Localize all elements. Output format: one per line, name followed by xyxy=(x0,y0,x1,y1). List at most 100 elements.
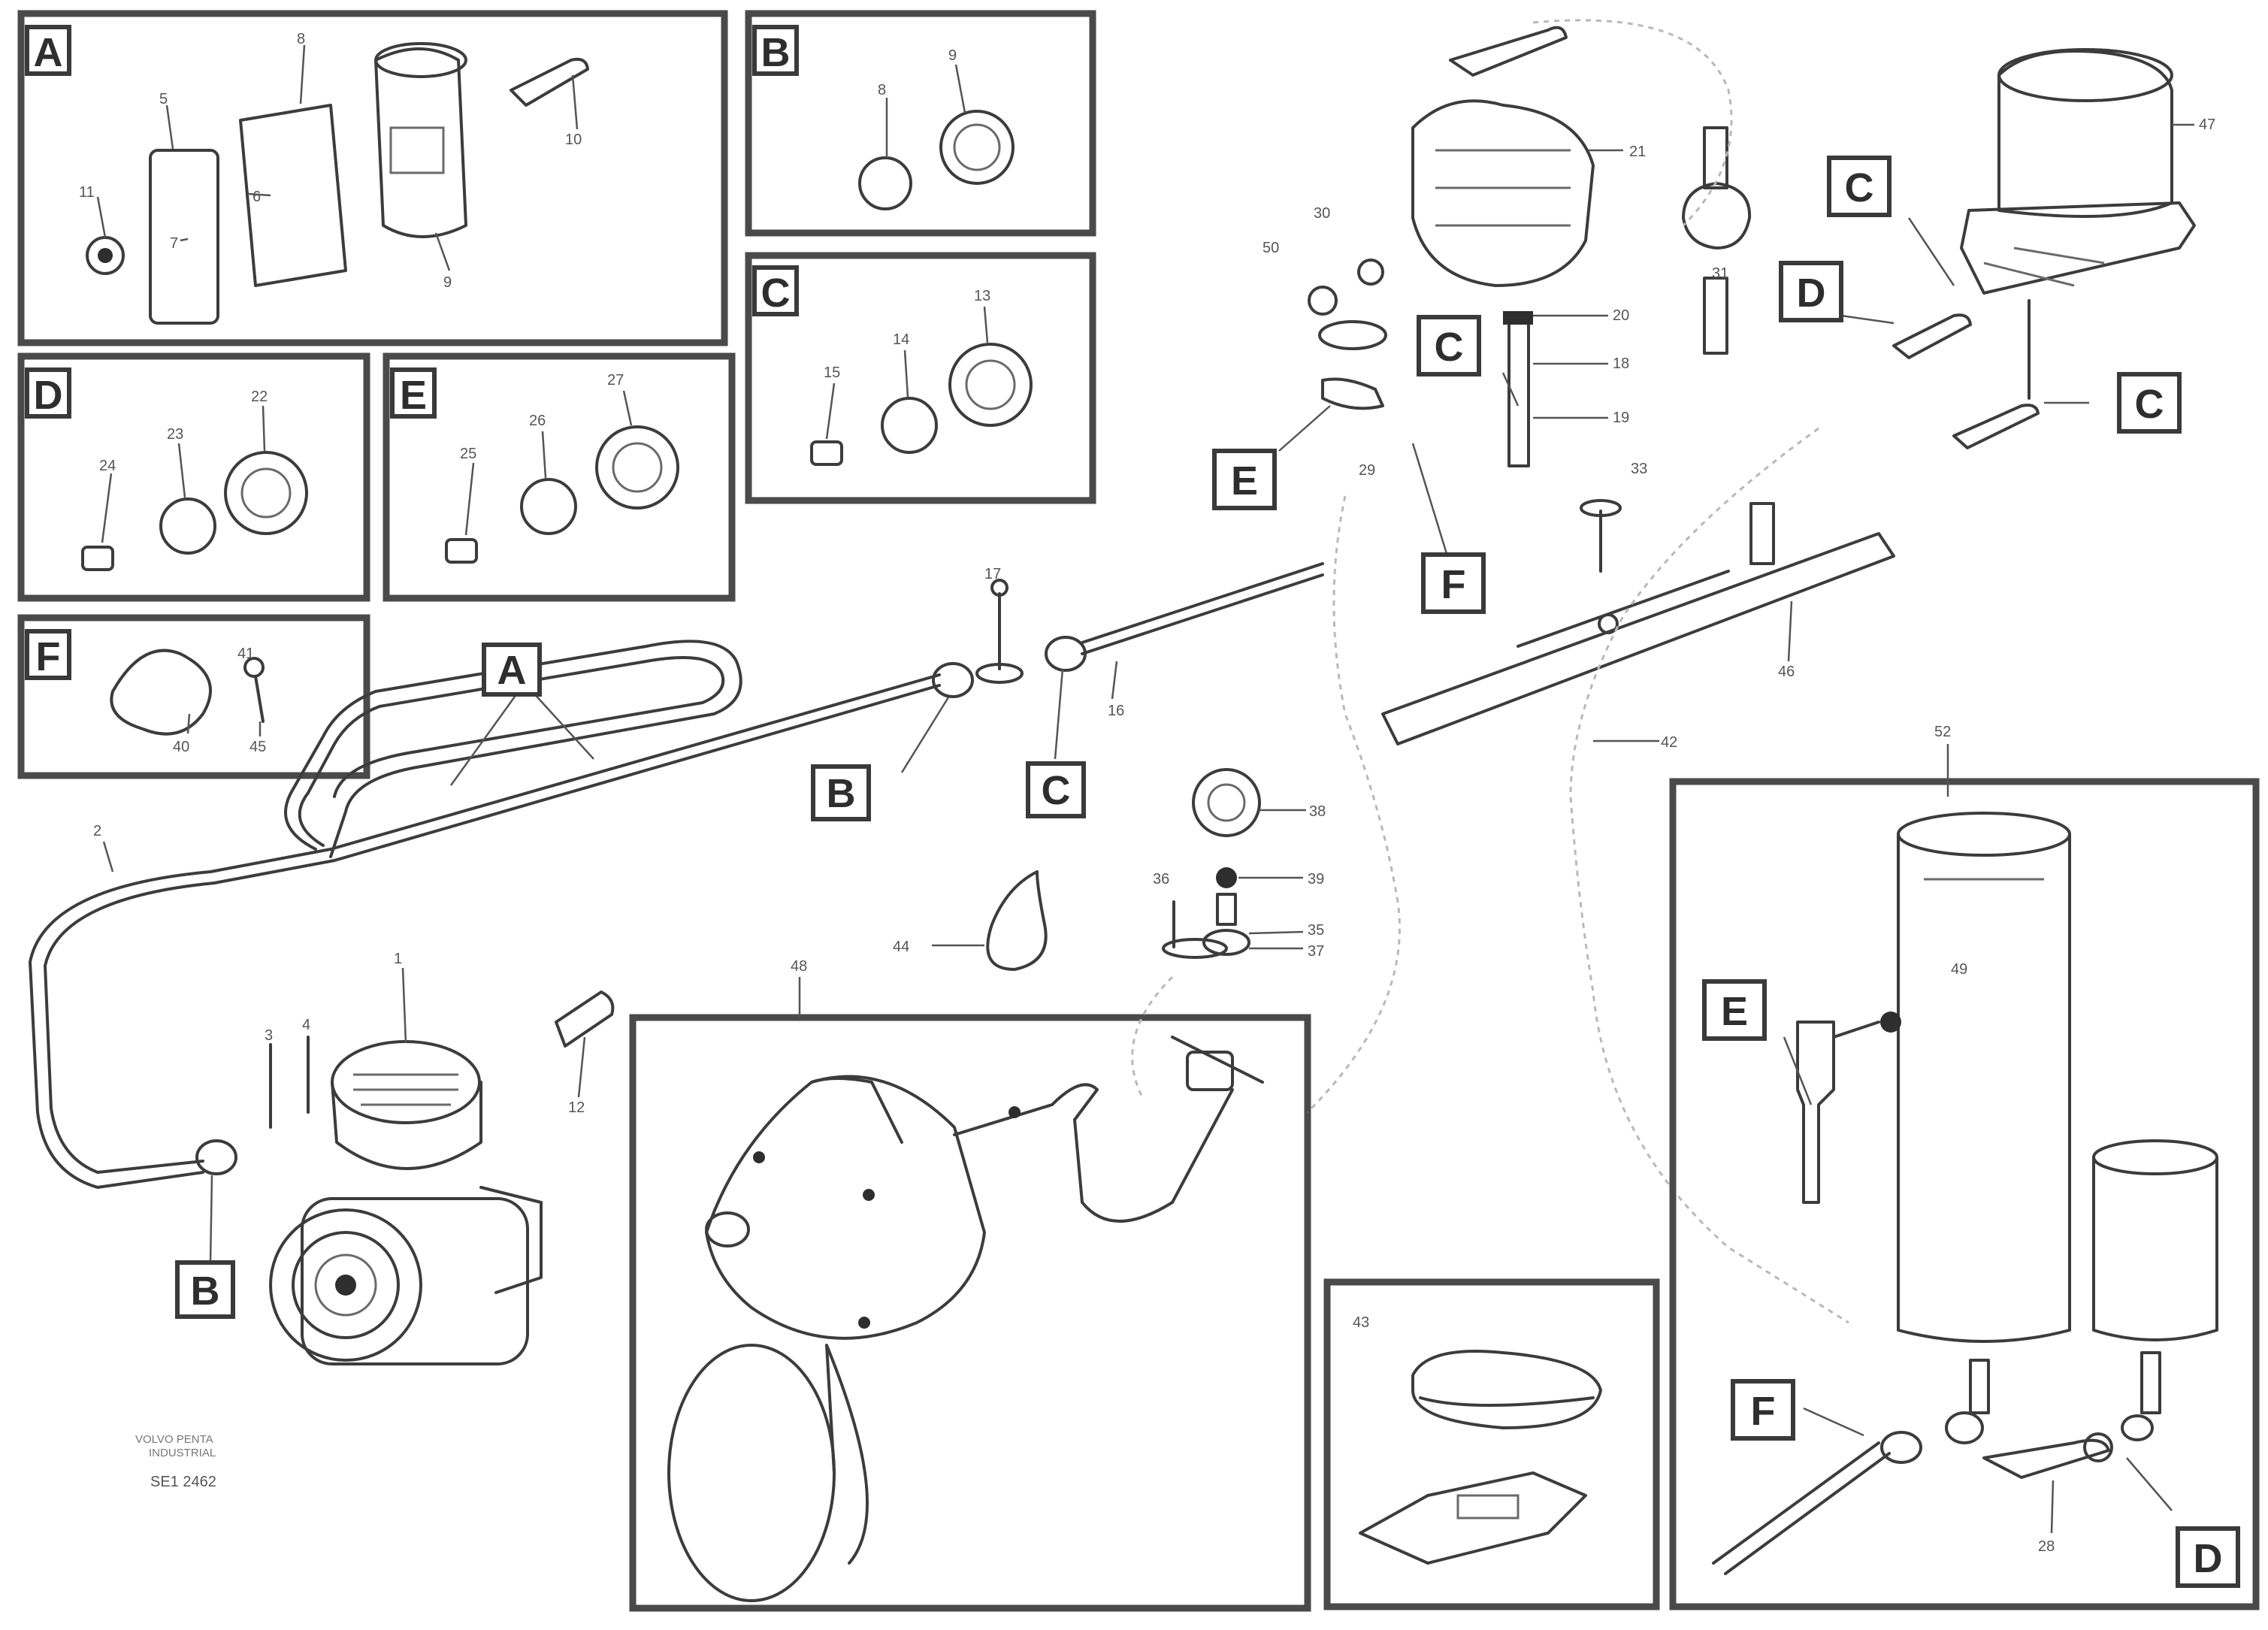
part-35: 35 xyxy=(1308,922,1324,939)
panel-c-part-3: 22 xyxy=(251,389,268,405)
part-39: 39 xyxy=(1308,871,1324,888)
panel-b-part-2: 9 xyxy=(948,47,957,64)
panel-e-part-2: 14 xyxy=(893,331,909,348)
panel-a-part-5: 8 xyxy=(297,31,305,47)
o-rings-e xyxy=(810,343,1033,466)
part-30: 30 xyxy=(1314,205,1330,222)
callout-valve-c3: C xyxy=(2044,372,2182,434)
o-rings-d xyxy=(445,425,679,564)
tank-large xyxy=(1897,812,2071,1343)
panel-d-letter-box: E xyxy=(390,367,437,419)
callout-compressor-b: B xyxy=(175,1175,235,1319)
callout-valve-c2-letter: C xyxy=(1845,165,1874,210)
part-33: 33 xyxy=(1631,461,1647,477)
footer-line-1: VOLVO PENTA xyxy=(135,1433,213,1446)
part-44: 44 xyxy=(893,939,909,955)
panel-b-letter: B xyxy=(761,30,791,75)
part-31: 31 xyxy=(1712,265,1728,282)
panel-e-letter: C xyxy=(761,271,791,316)
panel-b-letter-box: B xyxy=(752,25,799,76)
part-16: 16 xyxy=(1108,703,1124,719)
panel-f-letter-box: F xyxy=(25,629,71,680)
footer-code: SE1 2462 xyxy=(150,1474,216,1490)
part-28: 28 xyxy=(2038,1538,2055,1555)
detail-box-air-dryer-kit xyxy=(629,977,1311,1612)
part-12: 12 xyxy=(568,1099,585,1116)
panel-f-part-2: 41 xyxy=(237,646,254,662)
detail-box-strap: 43 xyxy=(1323,1278,1660,1610)
callout-upper-b: B xyxy=(811,697,950,821)
part-19: 19 xyxy=(1613,410,1629,426)
callout-tank-f-letter: F xyxy=(1751,1389,1776,1434)
panel-a-part-2: 5 xyxy=(159,91,168,107)
detail-panel-c: D 24 23 22 xyxy=(17,352,370,602)
loop-hose-44 xyxy=(986,870,1048,971)
callout-tank-d: D xyxy=(2126,1457,2240,1588)
part-4: 4 xyxy=(302,1017,310,1033)
o-rings-c xyxy=(81,451,308,571)
callout-valve-c1: C xyxy=(1417,315,1520,407)
callout-compressor-b-letter: B xyxy=(191,1269,220,1314)
part-43: 43 xyxy=(1353,1314,1369,1331)
panel-a-letter-box: A xyxy=(25,25,71,76)
panel-c-part-1: 24 xyxy=(99,458,116,474)
part-3: 3 xyxy=(265,1027,273,1044)
callout-valve-f-letter: F xyxy=(1441,562,1466,607)
part-38: 38 xyxy=(1309,803,1326,820)
panel-c-letter: D xyxy=(34,373,63,418)
filter-housing xyxy=(86,42,589,325)
panel-f-letter: F xyxy=(36,634,61,679)
callout-valve-d: D xyxy=(1779,261,1895,325)
part-20: 20 xyxy=(1613,307,1629,324)
callout-valve-d-letter: D xyxy=(1797,271,1826,316)
callout-upper-c-letter: C xyxy=(1042,768,1071,813)
part-36: 36 xyxy=(1153,871,1169,888)
part-2: 2 xyxy=(93,823,101,839)
callout-valve-e-letter: E xyxy=(1231,458,1258,504)
o-rings-b xyxy=(858,110,1015,210)
air-compressor xyxy=(195,990,615,1365)
panel-a-part-1: 11 xyxy=(79,184,95,201)
panel-d-part-1: 25 xyxy=(460,446,476,462)
detail-panel-d: E 25 26 27 xyxy=(383,352,736,602)
panel-e-letter-box: C xyxy=(752,265,799,316)
part-49: 49 xyxy=(1951,961,1967,978)
hose-loop-f xyxy=(110,649,265,736)
panel-a-part-3: 6 xyxy=(253,189,261,205)
figure-footer: VOLVO PENTA INDUSTRIAL SE1 2462 xyxy=(135,1433,216,1490)
callout-valve-e: E xyxy=(1212,405,1331,510)
callout-tank-f: F xyxy=(1731,1379,1864,1441)
panel-a-letter: A xyxy=(34,30,63,75)
callout-valve-c2: C xyxy=(1827,156,1955,286)
valve-block-upper xyxy=(1308,26,1595,467)
panel-a-part-7: 10 xyxy=(565,132,582,148)
part-47: 47 xyxy=(2199,116,2215,133)
panel-a-part-6: 9 xyxy=(443,274,452,291)
part-52: 52 xyxy=(1934,724,1951,740)
callout-tank-e: E xyxy=(1702,979,1813,1105)
panel-e-part-1: 15 xyxy=(824,364,840,381)
callout-tank-d-letter: D xyxy=(2194,1536,2223,1581)
detail-panel-a: A 11 5 6 7 8 9 10 xyxy=(17,10,728,346)
callout-upper-b-letter: B xyxy=(827,771,856,816)
panel-a-leaders xyxy=(96,44,579,271)
callout-valve-f: F xyxy=(1411,443,1486,614)
tank-fittings xyxy=(1712,1012,2161,1575)
callout-tank-e-letter: E xyxy=(1721,989,1748,1034)
panel-d-part-2: 26 xyxy=(529,413,546,429)
part-42: 42 xyxy=(1661,734,1677,751)
panel-d-letter: E xyxy=(400,373,427,418)
air-dryer xyxy=(1960,48,2196,295)
part-18: 18 xyxy=(1613,355,1629,372)
bolt-33 xyxy=(1580,499,1622,573)
part-29: 29 xyxy=(1359,462,1375,479)
part-50: 50 xyxy=(1263,240,1279,256)
detail-box-air-tanks: 52 xyxy=(1669,724,2260,1610)
valve-assembly-small xyxy=(1162,768,1261,959)
part-37: 37 xyxy=(1308,943,1324,960)
part-21: 21 xyxy=(1629,144,1646,160)
panel-b-part-1: 8 xyxy=(878,82,886,98)
bracket-46 xyxy=(1381,502,1895,745)
callout-upper-a-letter: A xyxy=(497,648,527,693)
footer-line-2: INDUSTRIAL xyxy=(149,1447,216,1459)
